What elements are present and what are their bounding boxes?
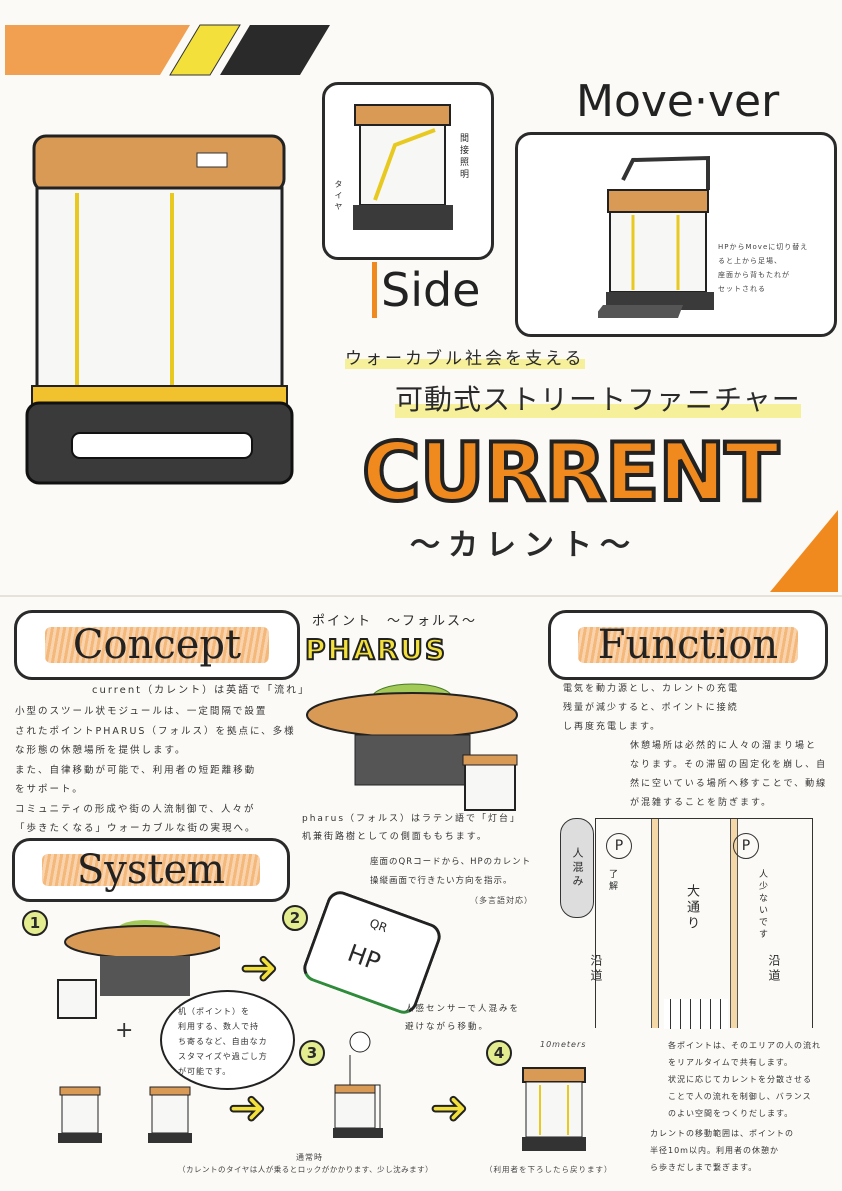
arrow-icon: ➜ [429,1079,470,1135]
section-divider [0,595,842,597]
qr-note: 座面のQRコードから、HPのカレント操縦画面で行きたい方向を指示。 [370,857,532,886]
function-congestion: 休憩場所は必然的に人々の溜まり場となります。その滞留の固定化を崩し、自然に空いて… [630,741,828,808]
tagline: ウォーカブル社会を支える [345,344,585,369]
step1-table-illustration [50,912,226,1026]
title-logo: CURRENT [360,424,781,521]
step1-stools-illustration [55,1085,205,1149]
concept-heading: Concept [14,610,300,680]
sidewalk-left-label: 沿道 [589,954,603,984]
stool-illustration [22,128,297,497]
step-4-badge: 4 [486,1040,512,1066]
sensor-note: 人感センサーで人混みを避けながら移動。 [405,1004,520,1032]
normal-state-label: 通常時 [296,1153,323,1162]
sidewalk-right-label: 沿道 [767,954,781,984]
desk-note-bubble: 机（ポイント）を利用する、数人で持ち寄るなど、自由なカスタマイズや過ごし方が可能… [160,990,295,1090]
phone-qr-text: QR [367,915,390,936]
parking-marker-right: P [733,833,759,859]
function-charge: 電気を動力源とし、カレントの充電残量が減少すると、ポイントに接続し再度充電します… [563,684,740,732]
function-realtime: 各ポイントは、そのエリアの人の流れをリアルタイムで共有します。状況に応じてカレン… [668,1041,821,1118]
side-label: Side [372,262,480,318]
street-map: P P 大通り 沿道 沿道 了解 人少ないです [589,818,813,1029]
pharus-kicker: ポイント 〜フォルス〜 [312,614,478,629]
pharus-logo: PHARUS [304,632,448,667]
phone-hp-text: HP [343,938,385,977]
multilingual-note: （多言語対応） [470,896,533,905]
distance-label: 10meters [540,1040,587,1049]
pharus-table-illustration [300,670,550,819]
returning-stool-illustration [520,1065,590,1159]
seated-user-illustration [330,1030,400,1149]
move-view-panel: HPからMoveに切り替えると上から足場、座面から背もたれがセットされる [515,132,837,337]
arrow-icon: ➜ [239,939,280,995]
crosswalk [664,999,728,1029]
pharus-body: pharus（フォルス）はラテン語で「灯台」机兼街路樹としての側面ももちます。 [302,814,522,842]
smartphone-illustration: QR HP [299,887,445,1018]
system-heading: System [12,838,290,902]
crowd-bubble: 人混み [560,818,594,918]
few-people-label: 人少ないです [757,869,767,941]
title-kana: 〜カレント〜 [410,528,638,563]
move-note: HPからMoveに切り替えると上から足場、座面から背もたれがセットされる [718,243,809,293]
tire-lock-note: （カレントのタイヤは人が乗るとロックがかかります、少し沈みます） [178,1165,434,1174]
subtitle: 可動式ストリートファニチャー [395,378,801,418]
avenue-label: 大通り [684,884,699,932]
move-version-label: Move·ver [576,76,780,127]
tire-note: タイヤ [334,180,343,213]
function-heading: Function [548,610,828,680]
side-view-panel: 間接照明 タイヤ [322,82,494,260]
decorative-stripes [0,20,340,80]
indirect-light-note: 間接照明 [458,133,468,181]
plus-sign: + [115,1018,136,1043]
return-note: （利用者を下ろしたら戻ります） [485,1165,613,1174]
corner-triangle [770,510,838,596]
function-range: カレントの移動範囲は、ポイントの半径10m以内。利用者の休憩から歩きだしまで繋ぎ… [650,1129,794,1172]
parking-marker-left: P [606,833,632,859]
concept-etymology: current（カレント）は英語で「流れ」 [92,685,311,696]
step-3-badge: 3 [299,1040,325,1066]
step-2-badge: 2 [282,905,308,931]
step-1-badge: 1 [22,910,48,936]
arrow-icon: ➜ [227,1079,268,1135]
ok-label: 了解 [607,869,617,893]
concept-body: 小型のスツール状モジュールは、一定間隔で設置されたポイントPHARUS（フォルス… [15,706,296,834]
